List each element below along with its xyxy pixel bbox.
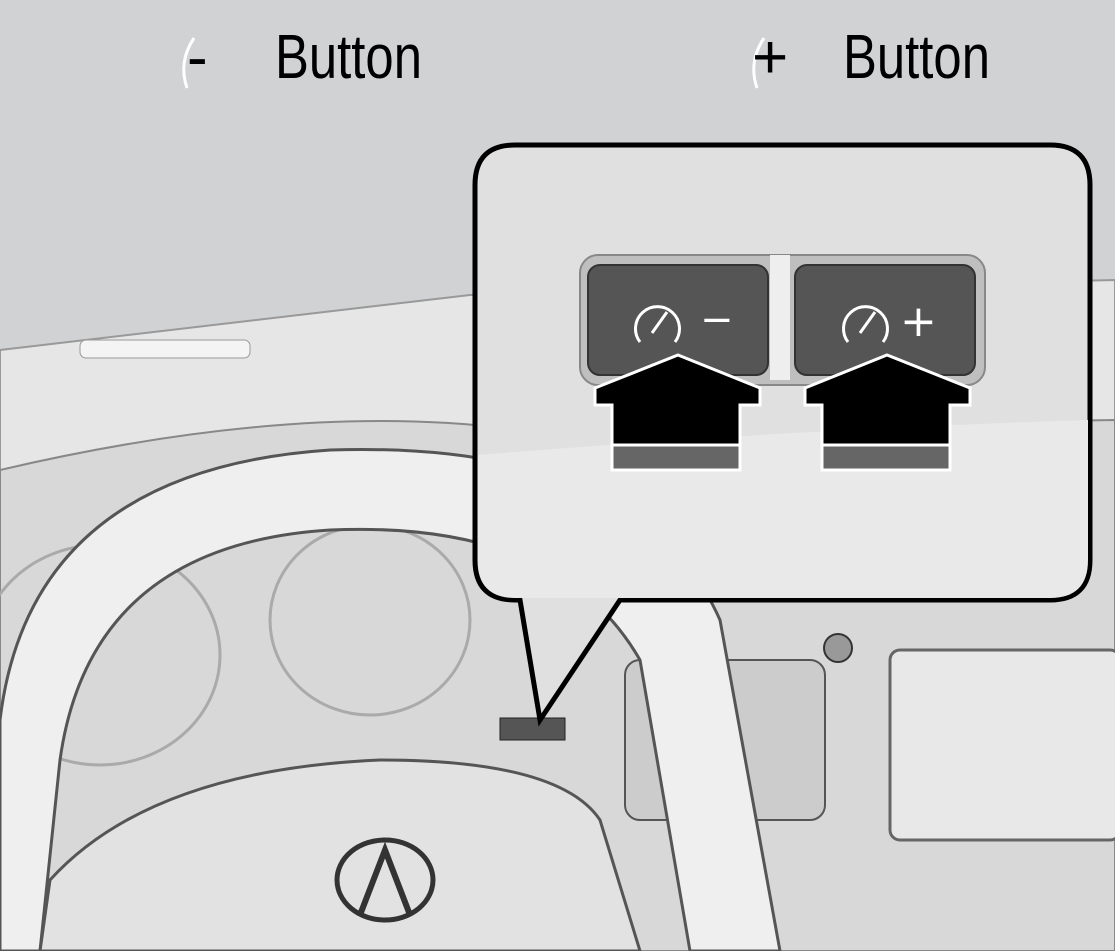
plus-glyph: + xyxy=(900,296,937,347)
minus-glyph: − xyxy=(700,297,734,343)
plus-label-symbol: + xyxy=(752,23,789,92)
speedometer-icon xyxy=(634,305,889,343)
label-decoration xyxy=(752,37,766,89)
button-location xyxy=(499,717,566,741)
minus-label-symbol: - xyxy=(187,23,208,92)
plus-button-label: Button xyxy=(843,23,990,92)
arrow-up-icon xyxy=(593,353,762,472)
label-decoration xyxy=(182,37,196,89)
arrow-up-icon xyxy=(803,353,972,472)
minus-button-label: Button xyxy=(275,23,422,92)
acura-logo xyxy=(334,837,436,923)
